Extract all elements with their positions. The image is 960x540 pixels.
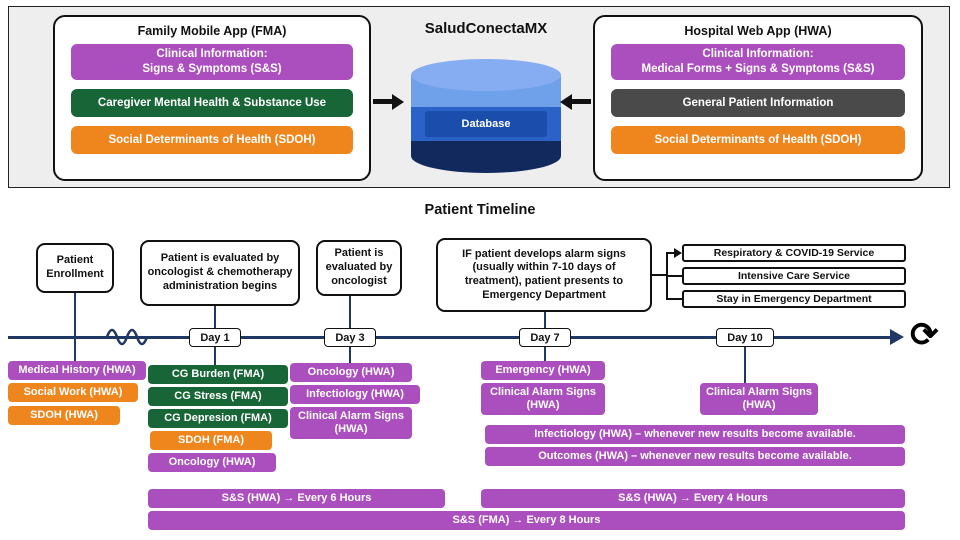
bar-ss-hwa-every-6-hours: S&S (HWA) → Every 6 Hours xyxy=(148,489,445,508)
day-marker-day3: Day 3 xyxy=(324,328,376,347)
outcome-intensive-care-service: Intensive Care Service xyxy=(682,267,906,285)
bar-sdoh-fma: SDOH (FMA) xyxy=(150,431,272,450)
bar-ss-fma-every-8-hours: S&S (FMA) → Every 8 Hours xyxy=(148,511,905,530)
connector-day1-bottom xyxy=(214,347,216,365)
hwa-title: Hospital Web App (HWA) xyxy=(684,24,832,38)
bar-medical-history-hwa: Medical History (HWA) xyxy=(8,361,146,380)
fma-to-db-arrow-shaft xyxy=(373,99,393,104)
bar-emergency-hwa: Emergency (HWA) xyxy=(481,361,605,380)
outcome-bracket-stem xyxy=(652,274,668,276)
bar-ss-hwa-every-4-hours: S&S (HWA) → Every 4 Hours xyxy=(481,489,905,508)
milestone-day3-evaluation: Patient is evaluated by oncologist xyxy=(316,240,402,296)
bar-clinical-alarm-signs-day3: Clinical Alarm Signs (HWA) xyxy=(290,407,412,439)
hwa-item-clinical-information: Clinical Information: Medical Forms + Si… xyxy=(611,44,905,80)
outcome-respiratory-covid-service: Respiratory & COVID-19 Service xyxy=(682,244,906,262)
bar-oncology-hwa-day1: Oncology (HWA) xyxy=(148,453,276,472)
bar-infectiology-whenever: Infectiology (HWA) – whenever new result… xyxy=(485,425,905,444)
database-top-ellipse xyxy=(411,59,561,91)
fma-title: Family Mobile App (FMA) xyxy=(137,24,287,38)
hwa-to-db-arrowhead-icon xyxy=(560,93,572,110)
bar-cg-burden-fma: CG Burden (FMA) xyxy=(148,365,288,384)
bar-clinical-alarm-signs-day10: Clinical Alarm Signs (HWA) xyxy=(700,383,818,415)
database-bottom-band xyxy=(411,141,561,173)
hwa-item-sdoh: Social Determinants of Health (SDOH) xyxy=(611,126,905,154)
timeline-axis xyxy=(8,336,892,339)
hwa-item-general-patient-information: General Patient Information xyxy=(611,89,905,117)
connector-day7-top xyxy=(544,312,546,329)
bar-outcomes-whenever: Outcomes (HWA) – whenever new results be… xyxy=(485,447,905,466)
day-marker-day10: Day 10 xyxy=(716,328,774,347)
bar-sdoh-hwa: SDOH (HWA) xyxy=(8,406,120,425)
outcome-bracket-stub-bottom xyxy=(666,298,682,300)
connector-enrollment xyxy=(74,293,76,362)
timeline-break-icon xyxy=(105,328,149,346)
milestone-day7-alarm-signs: IF patient develops alarm signs (usually… xyxy=(436,238,652,312)
database-icon: Database xyxy=(411,59,561,173)
bar-clinical-alarm-signs-day7: Clinical Alarm Signs (HWA) xyxy=(481,383,605,415)
bar-oncology-hwa-day3: Oncology (HWA) xyxy=(290,363,412,382)
fma-to-db-arrowhead-icon xyxy=(392,93,404,110)
bar-social-work-hwa: Social Work (HWA) xyxy=(8,383,138,402)
timeline-title: Patient Timeline xyxy=(424,202,536,218)
architecture-panel: SaludConectaMX Family Mobile App (FMA) C… xyxy=(8,6,950,188)
connector-day3-bottom xyxy=(349,347,351,363)
fma-box: Family Mobile App (FMA) Clinical Informa… xyxy=(53,15,371,181)
database-label: Database xyxy=(425,111,547,137)
outcome-bracket-stub-mid xyxy=(666,275,682,277)
day-marker-day1: Day 1 xyxy=(189,328,241,347)
outcome-bracket-stub-top xyxy=(666,252,676,254)
day-marker-day7: Day 7 xyxy=(519,328,571,347)
connector-day7-bottom xyxy=(544,347,546,361)
milestone-day1-evaluation: Patient is evaluated by oncologist & che… xyxy=(140,240,300,306)
connector-day1-top xyxy=(214,306,216,329)
app-title: SaludConectaMX xyxy=(424,20,548,37)
outcome-bracket-arrowhead-icon xyxy=(674,248,682,258)
connector-day10-bottom xyxy=(744,347,746,383)
outcome-stay-emergency-department: Stay in Emergency Department xyxy=(682,290,906,308)
fma-item-caregiver-mental-health: Caregiver Mental Health & Substance Use xyxy=(71,89,353,117)
loop-icon: ⟳ xyxy=(910,316,939,354)
bar-cg-stress-fma: CG Stress (FMA) xyxy=(148,387,288,406)
hwa-to-db-arrow-shaft xyxy=(571,99,591,104)
fma-item-clinical-information: Clinical Information: Signs & Symptoms (… xyxy=(71,44,353,80)
fma-item-sdoh: Social Determinants of Health (SDOH) xyxy=(71,126,353,154)
timeline-arrowhead-icon xyxy=(890,329,904,345)
connector-day3-top xyxy=(349,296,351,329)
bar-cg-depresion-fma: CG Depresion (FMA) xyxy=(148,409,288,428)
hwa-box: Hospital Web App (HWA) Clinical Informat… xyxy=(593,15,923,181)
milestone-patient-enrollment: Patient Enrollment xyxy=(36,243,114,293)
bar-infectiology-hwa-day3: Infectiology (HWA) xyxy=(290,385,420,404)
